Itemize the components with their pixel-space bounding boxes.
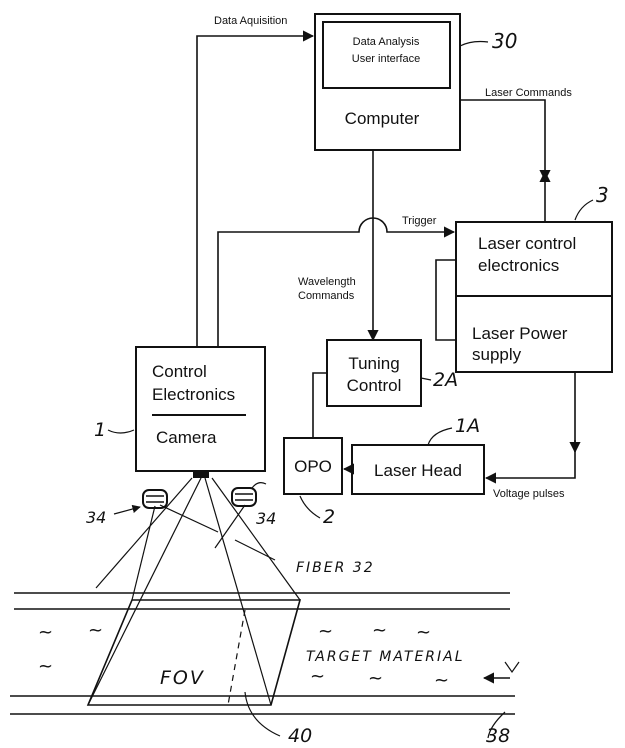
fiber-label: FIBER 32 [296,560,375,576]
computer-label: Computer [345,109,420,128]
ref-38-leader [487,711,506,739]
control-electronics-label-1: Control [152,362,207,381]
ref-38: 38 [486,725,510,747]
data-acquisition-line [196,30,315,347]
tuning-control-box [326,339,422,407]
data-analysis-box [322,21,451,89]
svg-text:~: ~ [434,670,449,691]
tuning-label-1: Tuning [348,354,399,373]
ref-34-left: 34 [86,508,106,527]
svg-text:~: ~ [38,656,53,677]
camera-label: Camera [156,428,217,447]
ref-30-leader [459,40,489,47]
svg-text:~: ~ [372,620,387,641]
control-power-link [435,259,456,341]
svg-text:~: ~ [310,666,325,687]
tuning-control-block: Tuning Control [326,339,422,407]
computer-box [314,13,461,151]
ref-40-leader [244,691,281,737]
trigger-label: Trigger [402,215,437,227]
ref-1: 1 [94,419,106,441]
svg-text:~: ~ [318,621,333,642]
tuning-label-2: Control [347,376,402,395]
target-material-check [504,661,520,674]
sensor-ray-3 [131,505,156,601]
fov-label: FOV [160,667,205,689]
wavelength-label-1: Wavelength [298,276,356,288]
svg-text:~: ~ [416,622,431,643]
voltage-pulses-line [484,372,576,484]
laser-control-label-1: Laser control [478,234,576,253]
laser-commands-line [460,99,546,170]
opo-box [283,437,343,495]
laser-control-block: Laser control electronics Laser Power su… [455,221,613,373]
ref-2-leader [299,495,321,519]
laser-commands-label: Laser Commands [485,87,572,99]
svg-text:~: ~ [88,620,103,641]
data-analysis-label-2: User interface [352,53,420,65]
sensor-right-icon [231,487,257,507]
ref-3: 3 [596,183,609,207]
fov-ray-right [204,477,272,706]
sensor-ray-6 [234,539,276,561]
camera-block: Control Electronics Camera [135,346,266,472]
ref-2A-leader [420,377,432,381]
data-analysis-label-1: Data Analysis [353,36,420,48]
sensor-ray-1 [95,477,193,589]
ref-3-leader [574,199,594,221]
laser-control-label-2: electronics [478,256,559,275]
ref-34-right: 34 [256,509,276,528]
opo-block: OPO [283,437,343,495]
camera-lens-icon [193,471,209,478]
control-electronics-label-2: Electronics [152,385,235,404]
target-material-label: TARGET MATERIAL [306,649,465,665]
ref-30: 30 [492,29,517,53]
opo-label: OPO [294,457,332,476]
svg-text:~: ~ [368,668,383,689]
data-acquisition-label: Data Aquisition [214,15,287,27]
sensor-ray-2 [211,477,301,601]
ref-1A-leader [427,427,453,446]
ref-2: 2 [323,506,335,528]
laser-power-label-2: supply [472,345,522,364]
wavelength-label-2: Commands [298,290,355,302]
voltage-pulses-label: Voltage pulses [493,488,565,500]
sensor-ray-4 [214,504,246,549]
ref-1A: 1A [455,415,480,437]
ref-34-left-leader [113,504,141,515]
computer-block: Data Analysis User interface Computer [314,13,461,151]
fov-dashed-line [227,609,246,706]
tuning-to-opo-line [312,372,327,438]
svg-text:~: ~ [38,622,53,643]
sensor-ray-5 [159,504,219,533]
material-texture: ~ ~ ~ ~ ~ ~ ~ ~ ~ [38,620,449,691]
ref-2A: 2A [433,369,458,391]
laser-head-block: Laser Head [351,444,485,495]
laser-head-label: Laser Head [374,461,462,480]
ref-34-right-leader [251,482,267,489]
ref-1-leader [107,429,135,434]
laser-power-label-1: Laser Power [472,324,568,343]
trigger-line [217,217,456,347]
sensor-left-icon [142,489,168,509]
fov-region [86,599,302,706]
ref-40: 40 [288,725,312,747]
